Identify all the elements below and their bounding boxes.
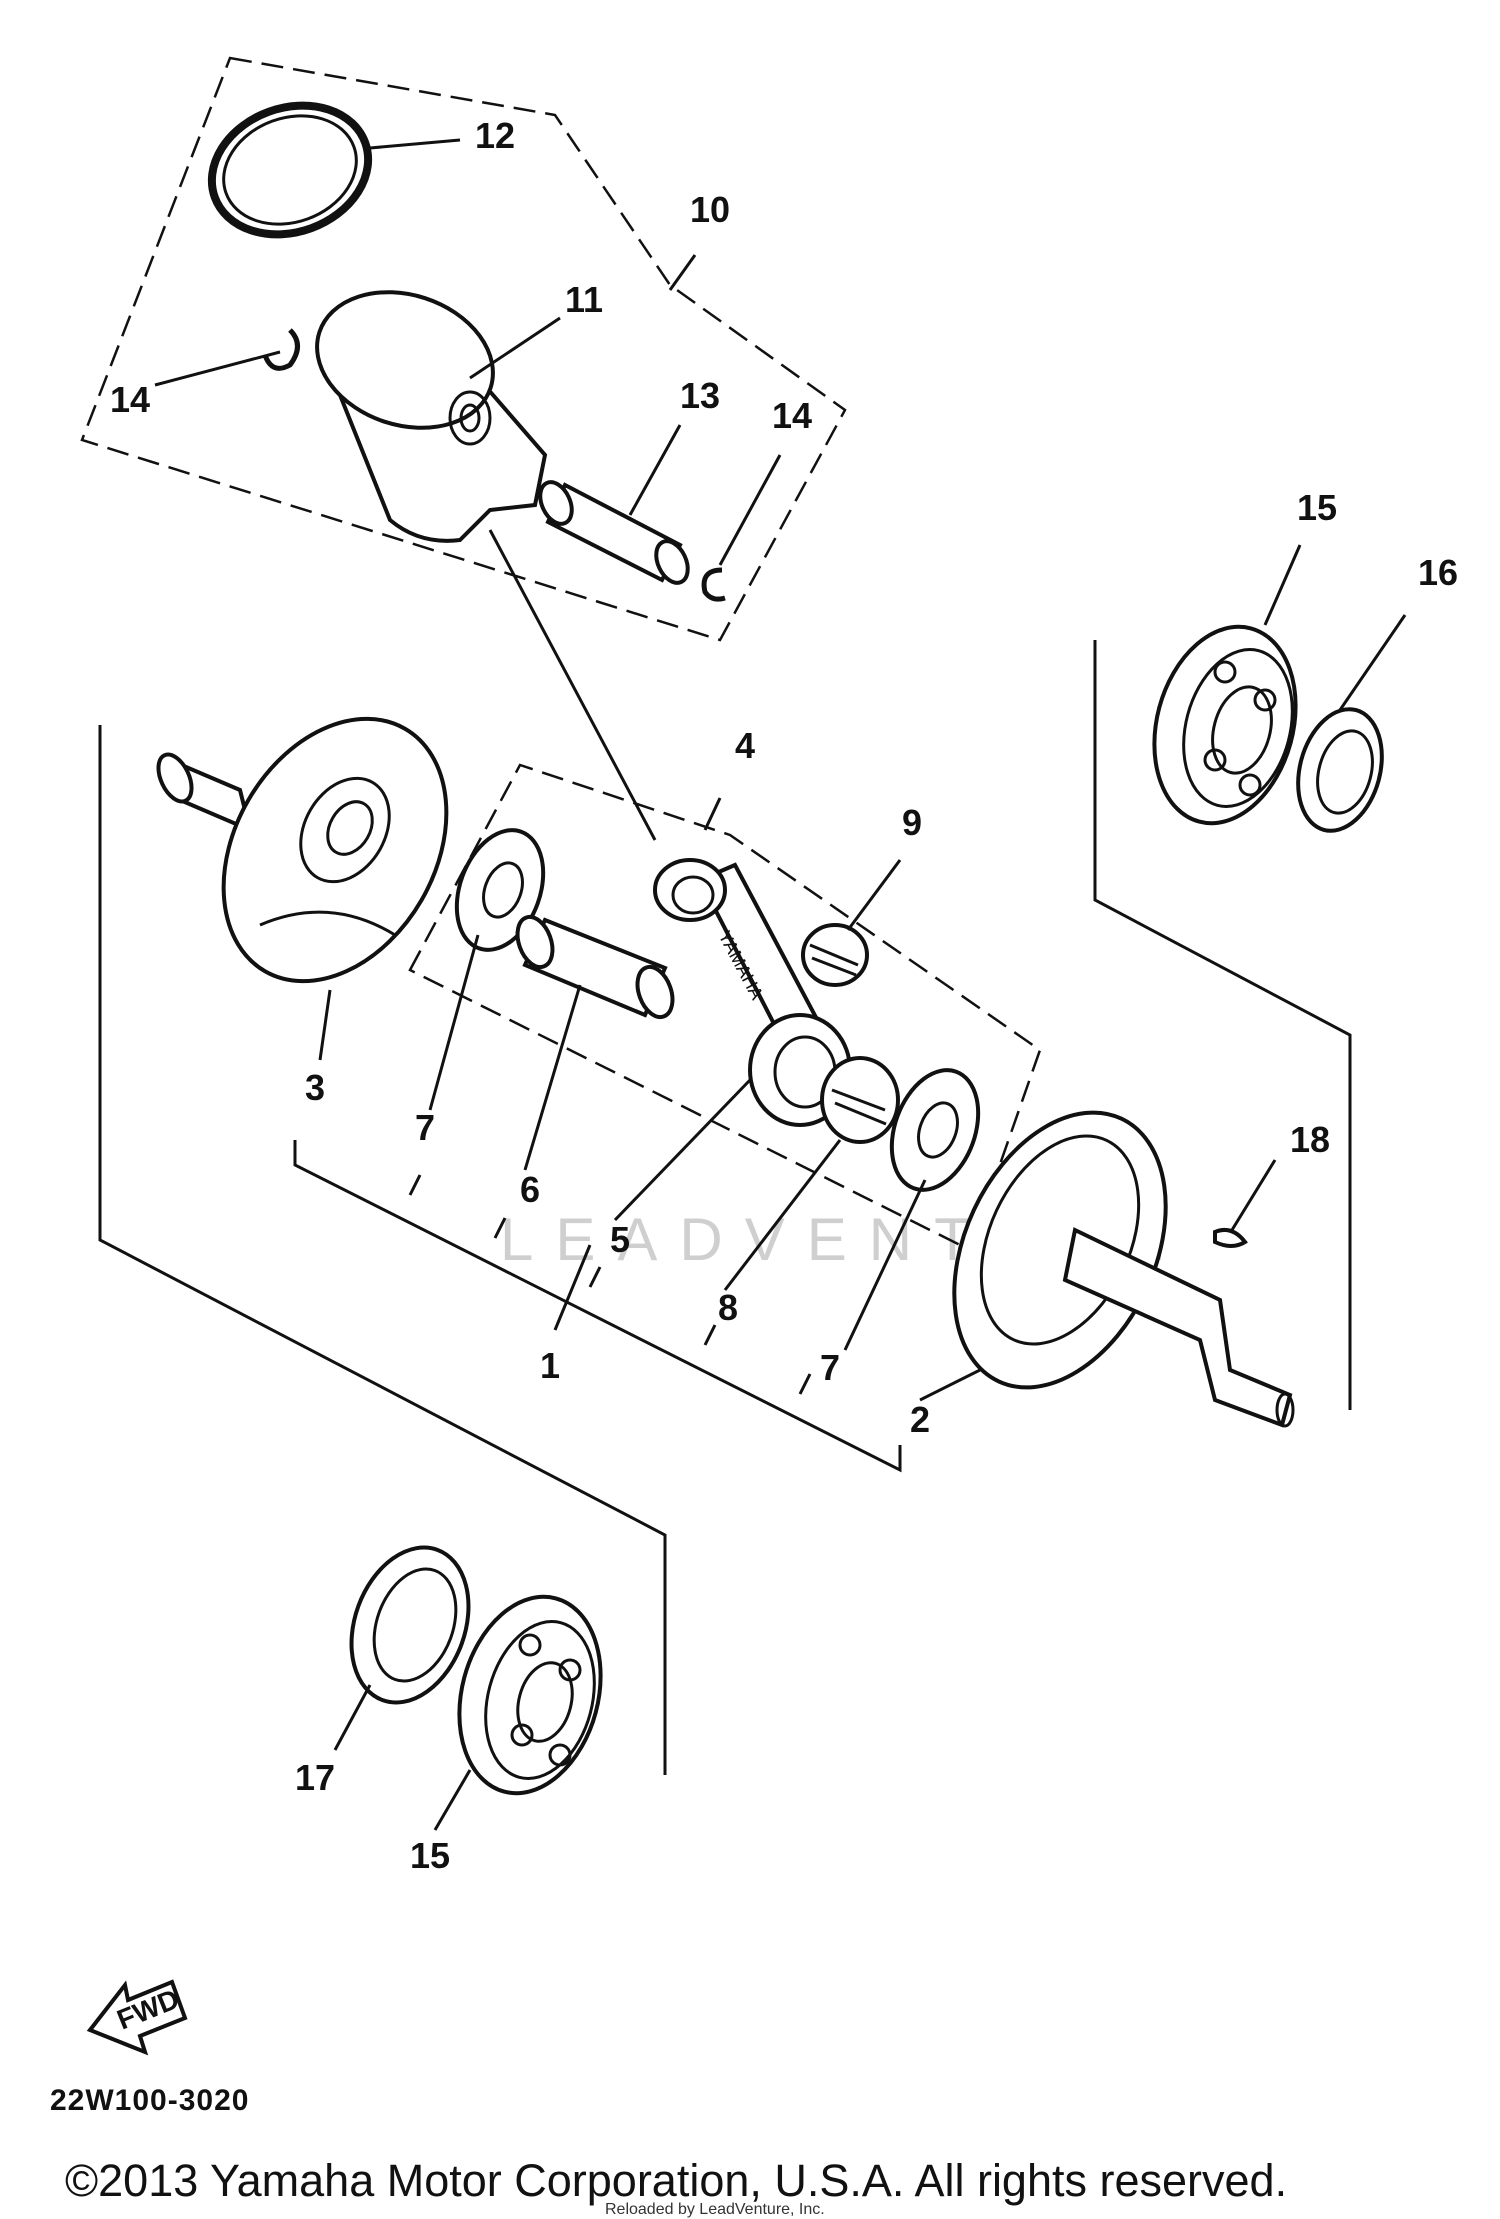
fwd-arrow-icon: FWD (86, 1979, 188, 2056)
callout-11: 11 (565, 279, 603, 320)
callout-8: 8 (718, 1287, 738, 1328)
bearing-right (1152, 624, 1298, 826)
callout-17: 17 (295, 1757, 335, 1798)
piston-kit-outline (80, 56, 847, 642)
big-end-bearing (820, 1056, 900, 1144)
callout-7-right: 7 (820, 1347, 840, 1388)
thrust-washer-right (889, 1068, 981, 1192)
callout-15-left: 15 (410, 1835, 450, 1876)
piston-pin-clip-right (701, 567, 726, 602)
callout-14-left: 14 (110, 379, 150, 420)
callout-10: 10 (690, 189, 730, 230)
bracket-ticks (408, 1174, 812, 1395)
callout-12: 12 (475, 115, 515, 156)
oil-seal-right (1296, 707, 1384, 833)
crank-pin (515, 914, 675, 1020)
oil-seal-left (349, 1545, 471, 1705)
reloaded-text: Reloaded by LeadVenture, Inc. (605, 2201, 825, 2218)
callout-4: 4 (735, 725, 755, 766)
callout-5: 5 (610, 1219, 630, 1260)
callout-18: 18 (1290, 1119, 1330, 1160)
conrod-kit-outline (408, 763, 1042, 1252)
piston-pin-clip-left (262, 328, 300, 371)
callout-labels: 12 10 11 14 13 14 15 16 4 9 3 7 6 5 18 8… (110, 115, 1458, 1876)
callout-9: 9 (902, 802, 922, 843)
piston-pin (538, 480, 690, 585)
copyright-text: ©2013 Yamaha Motor Corporation, U.S.A. A… (65, 2155, 1287, 2206)
woodruff-key (1213, 1228, 1248, 1248)
right-bearing-bracket (1093, 640, 1352, 1410)
small-end-bearing (801, 923, 869, 987)
callout-2: 2 (910, 1399, 930, 1440)
callout-7-left: 7 (415, 1107, 435, 1148)
callout-6: 6 (520, 1169, 540, 1210)
bearing-left (457, 1594, 603, 1796)
connecting-rod: YAMAHA (653, 858, 852, 1127)
leader-lines (154, 138, 1407, 1831)
piston-ring (207, 101, 373, 239)
callout-3: 3 (305, 1067, 325, 1108)
piston (315, 290, 548, 543)
callout-15-right: 15 (1297, 487, 1337, 528)
crank-wheel-left (156, 716, 449, 984)
callout-14-right: 14 (772, 395, 812, 436)
callout-13: 13 (680, 375, 720, 416)
callout-16: 16 (1418, 552, 1458, 593)
diagram-code: 22W100-3020 (50, 2084, 249, 2117)
callout-1: 1 (540, 1345, 560, 1386)
crankshaft-left-bracket (98, 725, 667, 1775)
crankshaft-bottom-bracket (293, 1140, 902, 1473)
crank-wheel-right (952, 1110, 1295, 1428)
